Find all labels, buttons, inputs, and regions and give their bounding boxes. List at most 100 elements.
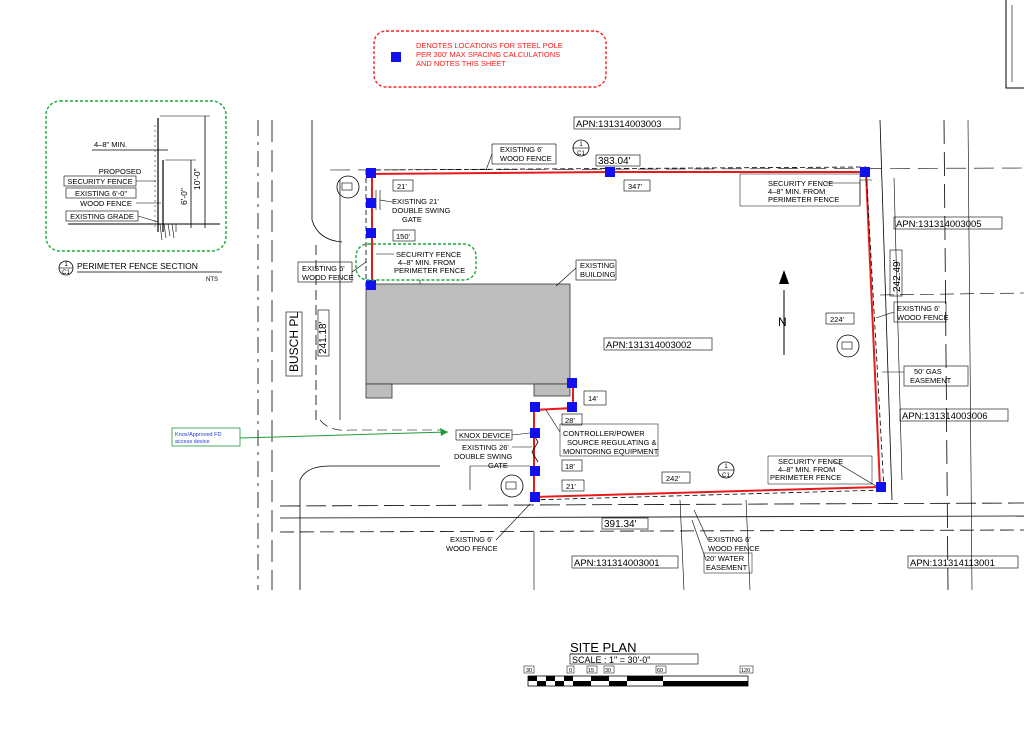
- knox-callout: Knox/Approved FD access device: [171, 427, 449, 447]
- section-dim-width: 4–8" MIN.: [94, 140, 127, 149]
- west-dim-box: [317, 309, 330, 357]
- north-letter: N: [778, 315, 787, 329]
- section-label-wood-1: EXISTING 6'-0": [75, 189, 127, 198]
- note-gate26-1: EXISTING 26': [462, 443, 509, 452]
- note-water-2: EASEMENT: [706, 563, 748, 572]
- note-water-1: 20' WATER: [706, 554, 745, 563]
- note-box-building: [575, 259, 617, 281]
- building-wing-left: [365, 383, 393, 399]
- scale-seg-2: [537, 681, 546, 686]
- note-security-ne-2: 4–8" MIN. FROM: [768, 187, 825, 196]
- site-plan-scale: SCALE : 1" = 30'-0": [572, 655, 650, 665]
- spacing-box-150: [392, 229, 416, 242]
- knox-callout-arrowhead: [440, 428, 448, 436]
- spacing-box-21-bottom: [561, 479, 585, 492]
- knox-callout-line1: Knox/Approved FD: [175, 432, 221, 438]
- apn-center-box: [603, 337, 713, 351]
- spacing-box-21-top: [392, 179, 414, 192]
- gate-curb: [469, 465, 530, 490]
- note-gate21-3: GATE: [402, 215, 422, 224]
- pole-9: [567, 402, 577, 412]
- street-name: BUSCH PL: [287, 312, 301, 372]
- scale-seg-9: [627, 676, 663, 681]
- leader-wood-top: [485, 153, 493, 171]
- note-controller-2: SOURCE REGULATING &: [567, 438, 656, 447]
- note-gate26-2: DOUBLE SWING: [454, 452, 513, 461]
- spacing-21-bottom: 21': [566, 482, 576, 491]
- legend-text-2: PER 300' MAX SPACING CALCULATIONS: [416, 50, 560, 59]
- scale-seg-10: [663, 681, 748, 686]
- ref-north-top: 1: [579, 142, 583, 148]
- steel-poles: [366, 167, 886, 502]
- section-label-wood-2: WOOD FENCE: [80, 199, 132, 208]
- pole-4: [366, 280, 376, 290]
- spacing-18: 18': [565, 462, 575, 471]
- east-dim-line: [893, 177, 903, 481]
- section-dim-height-outer: 10'-0": [192, 168, 202, 190]
- west-dimension: 241.18': [318, 321, 329, 354]
- north-arrow-head: [779, 270, 789, 284]
- leader-wood-sw: [495, 503, 531, 541]
- scale-seg-7: [591, 676, 609, 681]
- knox-callout-box: [171, 427, 241, 447]
- driveway-curve-bottom: [299, 465, 440, 481]
- section-title: PERIMETER FENCE SECTION: [77, 261, 198, 271]
- scale-tick-4: 30: [605, 668, 611, 674]
- south-row-line-3: [279, 529, 1024, 533]
- spacing-150: 150': [396, 232, 411, 241]
- note-wood-w-1: EXISTING 6': [302, 264, 345, 273]
- note-gas-1: 50' GAS: [914, 367, 942, 376]
- section-dim-height-inner: 6'-0": [179, 188, 189, 205]
- east-dim-box: [889, 249, 903, 297]
- note-wood-top-1: EXISTING 6': [500, 145, 543, 154]
- note-security-se-1: SECURITY FENCE: [778, 457, 843, 466]
- site-notes: EXISTING 6' WOOD FENCE SECURITY FENCE 4–…: [297, 143, 969, 574]
- apn-southeast: APN:131314113001: [910, 558, 995, 569]
- note-box-security-se: [767, 455, 873, 485]
- ref-south-top: 1: [724, 464, 728, 470]
- perimeter-fence-section: 4–8" MIN. 10'-0" 6'-0" PROPOSED SECURITY…: [45, 100, 227, 283]
- pole-10: [530, 428, 540, 438]
- spacing-28: 28': [565, 416, 575, 425]
- note-wood-sw-1: EXISTING 6': [450, 535, 493, 544]
- scale-tick-box-5: [655, 665, 667, 674]
- note-knox: KNOX DEVICE: [459, 431, 510, 440]
- note-box-water: [703, 552, 753, 574]
- pole-12: [530, 492, 540, 502]
- pole-detail-s-symbol: [505, 481, 517, 490]
- section-scale: NTS: [206, 277, 218, 283]
- section-ref-top: 1: [64, 262, 68, 268]
- leader-gate21: [379, 199, 393, 203]
- spacing-box-224: [825, 312, 855, 325]
- east-row-line: [943, 119, 949, 591]
- note-gate26-3: GATE: [488, 461, 508, 470]
- legend-pole-symbol: [391, 52, 401, 62]
- scale-box: [569, 653, 699, 665]
- section-label-proposed-1: PROPOSED: [99, 167, 142, 176]
- apn-north-box: [573, 116, 681, 130]
- pole-detail-nw-symbol: [341, 182, 353, 191]
- east-dimension: 242.49': [892, 259, 903, 292]
- note-building-1: EXISTING: [580, 261, 615, 270]
- leader-wood-e: [875, 311, 895, 319]
- south-dim-box: [601, 517, 649, 530]
- grade-hatch: [159, 223, 177, 241]
- spacing-21-top: 21': [397, 182, 407, 191]
- note-security-ne-1: SECURITY FENCE: [768, 179, 833, 188]
- pole-detail-nw: [336, 175, 360, 199]
- spacing-14: 14': [588, 394, 598, 403]
- scale-tick-3: 15: [588, 668, 594, 674]
- note-security-se-3: PERIMETER FENCE: [770, 473, 841, 482]
- note-wood-s-2: WOOD FENCE: [708, 544, 760, 553]
- ref-south-bottom: C1: [722, 473, 730, 479]
- note-wood-sw-2: WOOD FENCE: [446, 544, 498, 553]
- spacing-224: 224': [830, 315, 845, 324]
- note-gas-2: EASEMENT: [910, 376, 952, 385]
- note-wood-s-1: EXISTING 6': [708, 535, 751, 544]
- scale-tick-box-1: [523, 665, 535, 674]
- south-drop-line-3: [745, 499, 751, 591]
- note-building-2: BUILDING: [580, 270, 616, 279]
- apn-southeast-box: [907, 555, 1019, 569]
- scale-tick-1: 30: [526, 668, 532, 674]
